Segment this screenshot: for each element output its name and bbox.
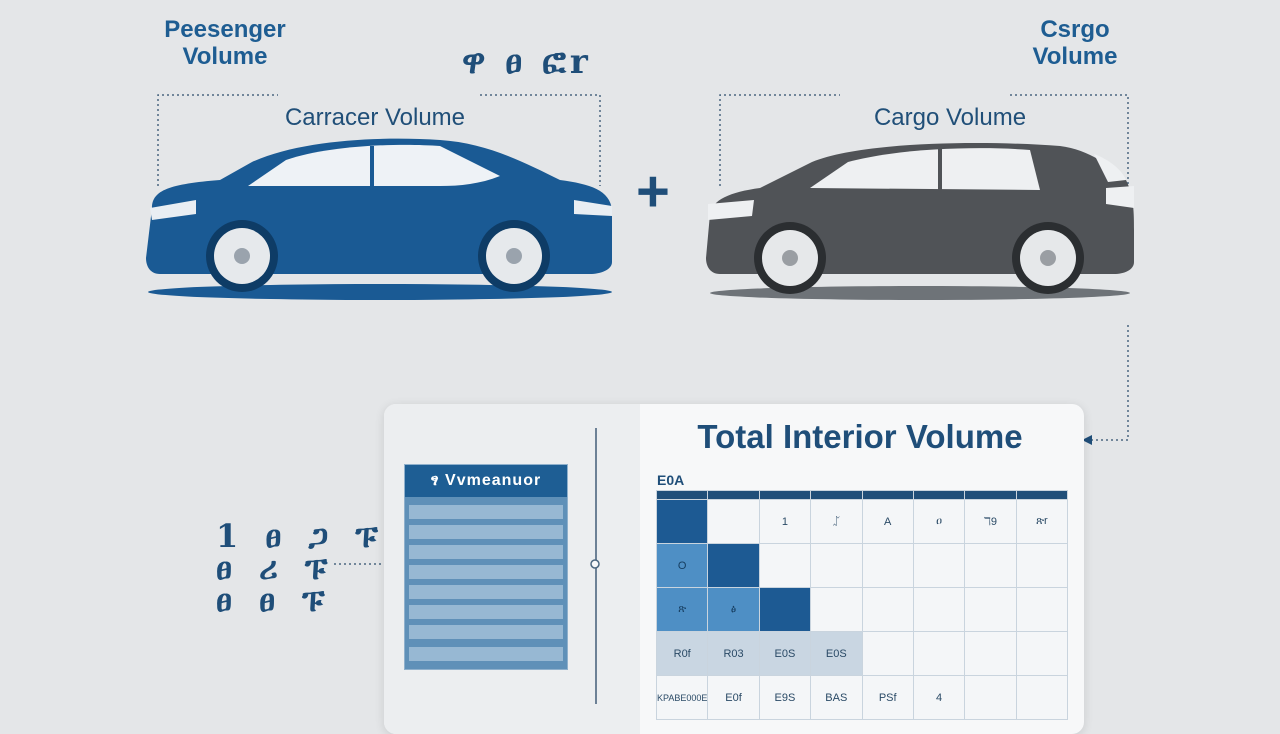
matrix-cell <box>1015 543 1069 588</box>
matrix-cell <box>655 499 709 544</box>
matrix-cell <box>964 631 1017 676</box>
matrix-cell: E0f <box>707 675 760 720</box>
matrix-header-cell <box>810 490 863 500</box>
matrix-cell <box>912 543 966 588</box>
matrix-row: ጽ ፅ <box>655 587 1069 632</box>
matrix-cell: ℸ9 <box>964 499 1017 544</box>
matrix-cell: 1 <box>758 499 812 544</box>
matrix-row: O <box>655 543 1069 588</box>
matrix-cell <box>810 543 863 588</box>
gray-hatchback <box>706 143 1134 300</box>
doc-header: ፃ Vvmeanuor <box>405 465 567 497</box>
matrix-cell <box>912 631 966 676</box>
cargo-connector <box>1090 325 1129 441</box>
matrix-cell: ጽr <box>1015 499 1069 544</box>
matrix-cell: O <box>655 543 709 588</box>
passenger-heading-line2: Volume <box>182 43 268 70</box>
matrix-cell <box>758 587 812 632</box>
matrix-cell: BAS <box>810 675 863 720</box>
glyph-line-1: 1 ፀ ጋ ፑ <box>216 517 386 555</box>
doc-row <box>409 565 563 579</box>
doc-row <box>409 605 563 619</box>
matrix-header-cell <box>861 490 914 500</box>
matrix-cell: E0S <box>810 631 863 676</box>
glyph-line-2: ፀ ሪ ፑ <box>216 549 336 587</box>
doc-row <box>409 585 563 599</box>
gray-car-bracket <box>719 94 1129 186</box>
matrix-header-cell <box>964 490 1017 500</box>
matrix-cell <box>1015 587 1069 632</box>
glyph-line-3: ፀ ፀ ፑ <box>216 581 333 619</box>
cargo-heading-line2: Volume <box>1032 43 1118 70</box>
doc-row <box>409 545 563 559</box>
matrix-header-cell <box>912 490 966 500</box>
matrix-cell <box>964 587 1017 632</box>
matrix-cell <box>758 543 812 588</box>
passenger-heading-line1: Peesenger <box>164 16 286 43</box>
doc-row <box>409 505 563 519</box>
gray-car-label: Cargo Volume <box>873 104 1027 131</box>
matrix-cell <box>861 587 914 632</box>
matrix-cell: E0S <box>758 631 812 676</box>
matrix-row: KPABE000E E0f E9S BAS PSf 4 <box>655 675 1069 720</box>
matrix-cell <box>964 543 1017 588</box>
matrix-row: 1 ᛢ A ዐ ℸ9 ጽr <box>655 499 1069 544</box>
doc-row <box>409 525 563 539</box>
matrix-cell <box>1015 631 1069 676</box>
matrix-cell: ᛢ <box>810 499 863 544</box>
document-thumbnail: ፃ Vvmeanuor <box>404 464 568 670</box>
matrix-cell <box>964 675 1017 720</box>
matrix-cell <box>861 543 914 588</box>
blue-car-bracket <box>157 94 601 186</box>
matrix-cell <box>912 587 966 632</box>
passenger-volume-heading: Peesenger Volume <box>150 16 300 70</box>
blue-sedan <box>146 138 612 300</box>
matrix-cell: R0f <box>655 631 709 676</box>
matrix-header-cell <box>1015 490 1069 500</box>
matrix-cell <box>810 587 863 632</box>
matrix-cell: 4 <box>912 675 966 720</box>
matrix-cell: KPABE000E <box>655 675 709 720</box>
matrix-cell <box>861 631 914 676</box>
blue-car-label: Carracer Volume <box>284 104 466 131</box>
matrix-header-cell <box>655 490 709 500</box>
glyphs-left: 1 ፀ ጋ ፑ ፀ ሪ ፑ ፀ ፀ ፑ <box>216 520 386 616</box>
matrix-cell <box>707 543 760 588</box>
matrix-cell <box>707 499 760 544</box>
matrix-cell: ፅ <box>707 587 760 632</box>
glyphs-top: ዋ ፀ ፎr <box>462 42 592 82</box>
panel-title: Total Interior Volume <box>697 418 1023 455</box>
matrix-header-cell <box>707 490 760 500</box>
matrix-cell: ዐ <box>912 499 966 544</box>
matrix-cell: E9S <box>758 675 812 720</box>
matrix-header-row <box>655 490 1069 500</box>
matrix-cell: ጽ <box>655 587 709 632</box>
matrix-header-cell <box>758 490 812 500</box>
doc-row <box>409 625 563 639</box>
table-code: E0A <box>657 472 685 488</box>
plus-sign: + <box>636 159 670 224</box>
matrix-cell <box>1015 675 1069 720</box>
connector-arrowhead <box>1082 435 1092 445</box>
cargo-heading-line1: Csrgo <box>1040 16 1110 43</box>
volume-matrix: 1 ᛢ A ዐ ℸ9 ጽr O ጽ ፅ R0f <box>655 490 1069 720</box>
matrix-cell: A <box>861 499 914 544</box>
matrix-row: R0f R03 E0S E0S <box>655 631 1069 676</box>
doc-row <box>409 647 563 661</box>
matrix-cell: R03 <box>707 631 760 676</box>
matrix-cell: PSf <box>861 675 914 720</box>
cargo-volume-heading: Csrgo Volume <box>1000 16 1150 70</box>
